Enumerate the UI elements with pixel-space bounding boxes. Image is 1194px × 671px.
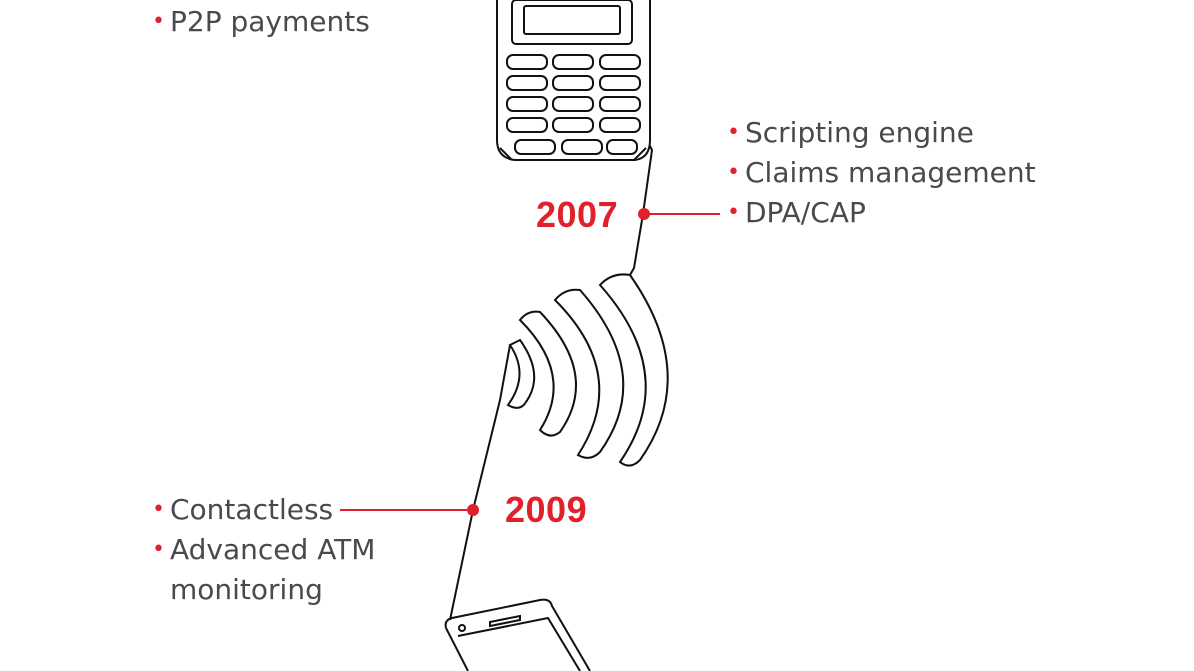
feature-list-2009: •Contactless •Advanced ATM monitoring	[152, 490, 400, 610]
list-item: •P2P payments	[152, 2, 370, 42]
node-2007	[638, 208, 650, 220]
feature-label: DPA/CAP	[745, 196, 866, 229]
list-item: •DPA/CAP	[727, 193, 1036, 233]
bullet-icon: •	[727, 160, 740, 185]
bullet-icon: •	[152, 537, 165, 562]
feature-label: Claims management	[745, 156, 1036, 189]
top-feature-list: •P2P payments	[152, 2, 370, 42]
list-item: •Contactless	[152, 490, 400, 530]
year-label-2009: 2009	[505, 489, 588, 530]
feature-label: Scripting engine	[745, 116, 974, 149]
timeline-line-lower	[449, 344, 511, 621]
list-item: •Claims management	[727, 153, 1036, 193]
feature-label: P2P payments	[170, 5, 370, 38]
feature-label: Contactless	[170, 493, 334, 526]
bullet-icon: •	[152, 9, 165, 34]
bullet-icon: •	[727, 200, 740, 225]
card-reader-terminal-icon	[496, 0, 651, 161]
feature-list-2007: •Scripting engine •Claims management •DP…	[727, 113, 1036, 233]
smartphone-icon	[444, 598, 591, 671]
year-label-2007: 2007	[536, 194, 619, 235]
list-item: •Scripting engine	[727, 113, 1036, 153]
bullet-icon: •	[727, 120, 740, 145]
contactless-waves-icon	[506, 273, 669, 467]
list-item: •Advanced ATM monitoring	[152, 530, 400, 610]
node-2009	[467, 504, 479, 516]
feature-label: Advanced ATM monitoring	[170, 533, 376, 606]
bullet-icon: •	[152, 497, 165, 522]
